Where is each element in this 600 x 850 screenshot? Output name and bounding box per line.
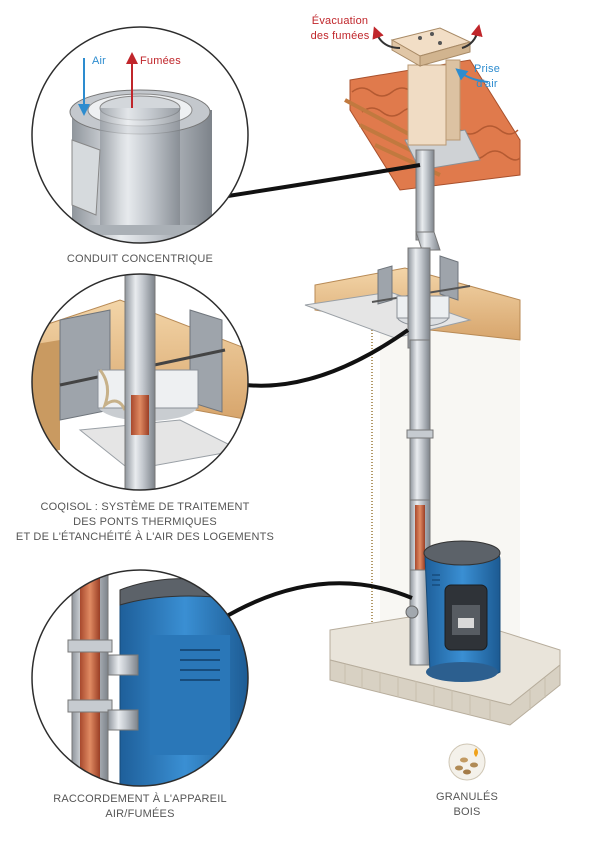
stove xyxy=(423,540,501,682)
air-label: Air xyxy=(92,55,107,67)
main-pipe-mid xyxy=(407,247,431,349)
main-pipe-inner-copper xyxy=(415,505,425,570)
air-intake-arrow xyxy=(455,68,489,83)
coqisol-bracket-right xyxy=(439,255,459,301)
granules-icon xyxy=(448,743,486,781)
granules-bois-label: GRANULÉS BOIS xyxy=(435,791,499,818)
fumees-label: Fumées xyxy=(140,55,181,67)
detail-circle-raccordement xyxy=(31,569,249,787)
main-pipe-tee xyxy=(405,605,419,619)
cap-screw xyxy=(438,41,442,45)
floor-slab-front xyxy=(329,659,561,726)
chimney-terminal-side xyxy=(445,59,461,141)
leader-conduit xyxy=(227,163,421,198)
cap-screw xyxy=(418,36,422,40)
coqisol-bracket-left xyxy=(377,265,393,305)
smoke-arrow-left xyxy=(372,26,401,49)
main-pipe-bend xyxy=(415,231,441,251)
chimney-terminal-body xyxy=(407,64,447,146)
smoke-arrow-right xyxy=(461,24,483,49)
detail-circle-coqisol xyxy=(31,273,249,491)
coqisol-label: COQISOL : SYSTÈME DE TRAITEMENT DES PONT… xyxy=(15,501,275,543)
raccordement-label: RACCORDEMENT À L'APPAREIL AIR/FUMÉES xyxy=(53,793,227,820)
chimney-cap-side xyxy=(419,41,471,67)
detail-circle-conduit xyxy=(31,26,249,244)
evacuation-label: Évacuation des fumées xyxy=(310,15,370,42)
leader-raccord xyxy=(218,581,413,622)
main-pipe-collar xyxy=(406,429,434,439)
floor-tiles xyxy=(344,664,546,720)
leader-coqisol xyxy=(245,328,410,388)
prise-air-label: Prise d'air xyxy=(473,63,501,90)
cap-screw xyxy=(430,32,434,36)
conduit-concentrique-label: CONDUIT CONCENTRIQUE xyxy=(66,253,214,265)
main-pipe-lower xyxy=(409,339,431,501)
